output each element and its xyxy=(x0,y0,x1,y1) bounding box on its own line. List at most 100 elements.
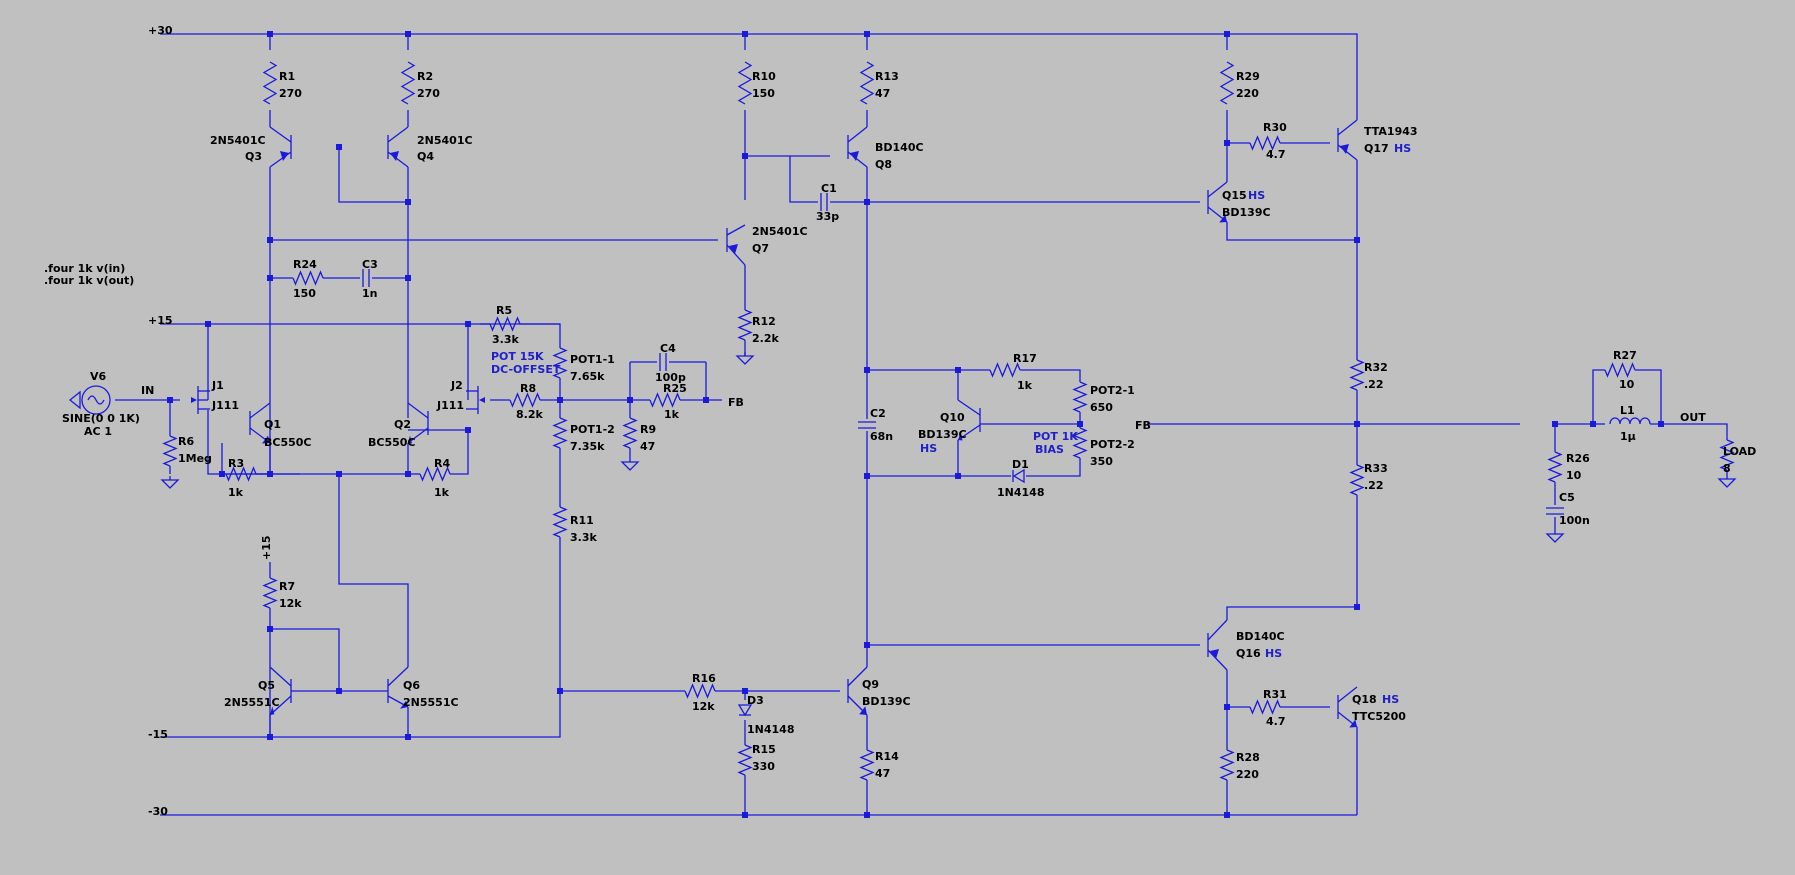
spice-cmd-2: .four 1k v(out) xyxy=(44,274,134,287)
junction-dot-21 xyxy=(742,153,748,159)
j1-name: J1 xyxy=(211,379,224,392)
resistor-r5 xyxy=(489,316,521,332)
wire-8 xyxy=(221,167,271,475)
junction-dot-11 xyxy=(465,321,471,327)
r32-value: .22 xyxy=(1364,378,1384,391)
c1-name: C1 xyxy=(821,182,837,195)
resistor-load xyxy=(1719,439,1735,471)
junction-dots xyxy=(167,31,1664,818)
q7-name: Q7 xyxy=(752,242,769,255)
junction-dot-35 xyxy=(1224,704,1230,710)
resistor-r4 xyxy=(419,466,451,482)
r16-name: R16 xyxy=(692,672,716,685)
resistor-r25 xyxy=(649,392,681,408)
capacitor-c3 xyxy=(362,269,370,287)
r28-name: R28 xyxy=(1236,751,1260,764)
wire-49 xyxy=(160,537,561,738)
r1-name: R1 xyxy=(279,70,295,83)
q4-name: Q4 xyxy=(417,150,434,163)
load-value: 8 xyxy=(1723,462,1731,475)
v6-name: V6 xyxy=(90,370,107,383)
transistor-q3 xyxy=(269,126,292,168)
junction-dot-37 xyxy=(864,642,870,648)
resistor-r31 xyxy=(1249,699,1281,715)
r24-value: 150 xyxy=(293,287,316,300)
resistor-r11 xyxy=(552,506,568,538)
junction-dot-14 xyxy=(267,471,273,477)
r26-value: 10 xyxy=(1566,469,1582,482)
r33-value: .22 xyxy=(1364,479,1384,492)
wire-69 xyxy=(1026,458,1081,477)
q3-model: 2N5401C xyxy=(210,134,266,147)
junction-dot-15 xyxy=(336,471,342,477)
jfet-j1 xyxy=(191,386,210,414)
d3-model: 1N4148 xyxy=(747,723,794,736)
net-plus15: +15 xyxy=(148,314,173,327)
q9-model: BD139C xyxy=(862,695,911,708)
pot1-2 xyxy=(552,417,568,449)
r30-value: 4.7 xyxy=(1266,148,1286,161)
wire-52 xyxy=(744,110,830,157)
r25-name: R25 xyxy=(663,382,687,395)
r14-name: R14 xyxy=(875,750,899,763)
junction-dot-18 xyxy=(557,397,563,403)
junction-dot-41 xyxy=(864,812,870,818)
r25-value: 1k xyxy=(664,408,680,421)
resistor-r32 xyxy=(1349,359,1365,391)
pot2-2-value: 350 xyxy=(1090,455,1113,468)
wire-100 xyxy=(1592,369,1605,424)
transistor-q4 xyxy=(387,126,409,168)
wire-34 xyxy=(450,430,469,475)
r30-name: R30 xyxy=(1263,121,1287,134)
q18-model: TTC5200 xyxy=(1352,710,1406,723)
r11-value: 3.3k xyxy=(570,531,597,544)
resistor-r9 xyxy=(622,417,638,449)
resistor-r27 xyxy=(1604,362,1636,378)
transistor-q7 xyxy=(726,224,746,266)
capacitor-c1 xyxy=(820,193,828,211)
junction-dot-25 xyxy=(955,473,961,479)
transistor-q1 xyxy=(249,402,271,444)
resistor-r3 xyxy=(225,466,257,482)
resistor-r7 xyxy=(262,577,278,609)
diode-d1 xyxy=(1012,468,1025,484)
q1-name: Q1 xyxy=(264,418,281,431)
inductor-l1 xyxy=(1609,417,1651,425)
wire-103 xyxy=(1650,423,1728,440)
junction-dot-10 xyxy=(205,321,211,327)
c2-name: C2 xyxy=(870,407,886,420)
c4-value: 100p xyxy=(655,371,686,384)
wire-101 xyxy=(1635,369,1662,424)
ground-r12 xyxy=(735,352,755,365)
resistor-r28 xyxy=(1219,749,1235,781)
r3-name: R3 xyxy=(228,457,244,470)
pot1-2-name: POT1-2 xyxy=(570,423,615,436)
wire-0 xyxy=(160,33,1358,120)
r26-name: R26 xyxy=(1566,452,1590,465)
junction-dot-4 xyxy=(1224,31,1230,37)
fb-left: FB xyxy=(728,396,744,409)
pot2-2-name: POT2-2 xyxy=(1090,438,1135,451)
q9-name: Q9 xyxy=(862,678,879,691)
junction-dot-29 xyxy=(1354,237,1360,243)
c4-name: C4 xyxy=(660,342,676,355)
r28-value: 220 xyxy=(1236,768,1259,781)
resistor-r10 xyxy=(737,61,753,105)
r5-value: 3.3k xyxy=(492,333,519,346)
transistor-q2 xyxy=(407,402,429,444)
junction-dot-5 xyxy=(336,144,342,150)
q8-model: BD140C xyxy=(875,141,924,154)
r14-value: 47 xyxy=(875,767,890,780)
d1-model: 1N4148 xyxy=(997,486,1044,499)
transistor-q15 xyxy=(1207,181,1228,223)
junction-dot-42 xyxy=(267,626,273,632)
q15-name: Q15 xyxy=(1222,189,1247,202)
junction-dot-38 xyxy=(742,688,748,694)
v6-value: SINE(0 0 1K) xyxy=(62,412,140,425)
q16-hs: HS xyxy=(1265,647,1282,660)
junction-dot-19 xyxy=(627,397,633,403)
resistor-r15 xyxy=(737,744,753,776)
r10-name: R10 xyxy=(752,70,776,83)
pot2-1 xyxy=(1072,381,1088,413)
r3-value: 1k xyxy=(228,486,244,499)
